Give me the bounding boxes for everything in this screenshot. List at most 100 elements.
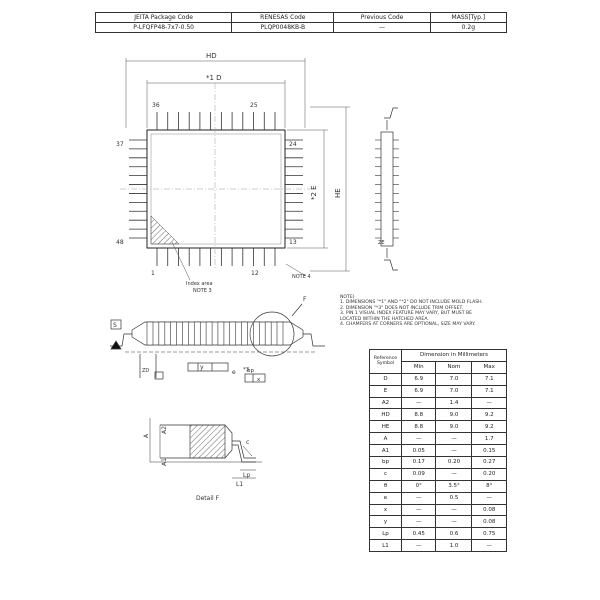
dimension-cell-min: — xyxy=(400,491,437,505)
dimension-cell-max: 0.08 xyxy=(471,515,507,529)
dimension-cell-sym: A xyxy=(369,432,402,446)
dimension-cell-sym: c xyxy=(369,467,402,481)
pin-25-label: 25 xyxy=(250,102,258,109)
side-view-leads xyxy=(375,139,399,239)
dimension-cell-max: — xyxy=(471,396,507,410)
dimension-cell-max: 0.20 xyxy=(471,467,507,481)
dimension-cell-max: 0.75 xyxy=(471,527,507,541)
label-e: *2 E xyxy=(310,185,318,200)
label-star3: *3 xyxy=(243,367,250,373)
package-code-value-row: P-LFQFP48-7x7-0.50 PLQP0048KB-B — 0.2g xyxy=(94,22,508,33)
label-d: *1 D xyxy=(206,74,222,82)
dimension-cell-max: 1.7 xyxy=(471,432,507,446)
label-a2: A2 xyxy=(161,426,168,434)
dimension-cell-sym: HD xyxy=(369,408,402,422)
dimension-min-header: Min xyxy=(400,360,437,374)
pin-24-label: 24 xyxy=(289,141,297,148)
dimension-cell-min: 8.8 xyxy=(400,408,437,422)
dimension-cell-nom: 3.5° xyxy=(435,479,473,493)
dimension-cell-sym: E xyxy=(369,384,402,398)
pin-36-label: 36 xyxy=(152,102,160,109)
note-line: 4. CHAMFERS AT CORNERS ARE OPTIONAL, SIZ… xyxy=(340,322,476,328)
dimension-mm-header: Dimension in Millimeters xyxy=(401,349,507,362)
dimension-symbol-header: Reference Symbol xyxy=(369,349,402,374)
dimension-row: A——1.7 xyxy=(369,432,507,446)
pin-1-label: 1 xyxy=(151,270,155,277)
dimension-cell-sym: θ xyxy=(369,479,402,493)
dimension-cell-nom: — xyxy=(435,503,473,517)
dimension-cell-sym: A1 xyxy=(369,444,402,458)
dimension-cell-nom: 1.4 xyxy=(435,396,473,410)
dimension-cell-max: 7.1 xyxy=(471,384,507,398)
dimension-cell-max: 8° xyxy=(471,479,507,493)
dimension-cell-nom: 0.5 xyxy=(435,491,473,505)
package-code-header-row: JEITA Package Code RENESAS Code Previous… xyxy=(94,12,508,23)
dimension-cell-nom: — xyxy=(435,515,473,529)
dimension-nom-header: Nom xyxy=(435,360,473,374)
dimension-cell-min: 0.05 xyxy=(400,444,437,458)
dimension-subheader-row: Min Nom Max xyxy=(370,360,507,374)
label-bp: bp xyxy=(247,368,254,374)
side-view-right xyxy=(380,107,398,271)
dimension-cell-sym: y xyxy=(369,515,402,529)
dimension-cell-min: 6.9 xyxy=(400,384,437,398)
index-area-hatch xyxy=(150,215,180,245)
detail-f-drawing xyxy=(149,418,262,479)
dimension-cell-max: 7.1 xyxy=(471,372,507,386)
note-line: NOTE) xyxy=(340,295,355,300)
dimension-cell-min: — xyxy=(400,432,437,446)
dimension-cell-nom: — xyxy=(435,444,473,458)
note-line: 1. DIMENSIONS "*1" AND "*2" DO NOT INCLU… xyxy=(340,300,483,306)
dimension-cell-nom: 9.0 xyxy=(435,408,473,422)
dimension-cell-sym: x xyxy=(369,503,402,517)
dimension-cell-sym: bp xyxy=(369,456,402,469)
dimension-cell-min: — xyxy=(400,396,437,410)
label-a1: A1 xyxy=(161,458,168,466)
dimension-cell-sym: e xyxy=(369,491,402,505)
label-y: y xyxy=(200,364,204,371)
label-l1: L1 xyxy=(236,481,243,488)
pin-37-label: 37 xyxy=(116,141,124,148)
label-lp: Lp xyxy=(243,472,250,479)
dimension-cell-max: 0.27 xyxy=(471,456,507,469)
dimension-row: e—0.5— xyxy=(369,491,507,505)
dimension-cell-min: 0.45 xyxy=(400,527,437,541)
dimension-cell-min: 0° xyxy=(400,479,437,493)
dimension-cell-nom: — xyxy=(435,467,473,481)
dimension-cell-nom: 0.6 xyxy=(435,527,473,541)
dimension-cell-max: 0.15 xyxy=(471,444,507,458)
pin-48-label: 48 xyxy=(116,239,124,246)
dimension-cell-sym: HE xyxy=(369,420,402,434)
label-e-pitch: e xyxy=(232,369,236,376)
value-mass: 0.2g xyxy=(429,22,508,33)
label-a: A xyxy=(143,433,150,438)
dimension-cell-min: — xyxy=(400,503,437,517)
dimension-row: y——0.08 xyxy=(369,515,507,529)
top-view-dimension-lines xyxy=(120,58,350,277)
note-line: 2. DIMENSION "*3" DOES NOT INCLUDE TRIM … xyxy=(340,305,464,311)
dimension-cell-max: 9.2 xyxy=(471,408,507,422)
note-line: LOCATED WITHIN THE HATCHED AREA. xyxy=(340,316,429,322)
dimension-cell-nom: 7.0 xyxy=(435,384,473,398)
dimension-cell-min: 0.09 xyxy=(400,467,437,481)
label-he: HE xyxy=(334,188,342,198)
label-c: c xyxy=(246,439,249,446)
dimension-cell-nom: 7.0 xyxy=(435,372,473,386)
detail-f-title: Detail F xyxy=(196,495,220,502)
dimension-row: A2—1.4— xyxy=(369,396,507,410)
package-code-table: JEITA Package Code RENESAS Code Previous… xyxy=(94,12,508,33)
note-3-label: NOTE 3 xyxy=(193,288,212,294)
label-ze: ZE xyxy=(378,240,385,246)
label-f: F xyxy=(303,296,307,303)
index-area-label: Index area xyxy=(186,281,213,287)
dimension-cell-min: 0.17 xyxy=(400,456,437,469)
dimension-cell-sym: L1 xyxy=(369,539,402,553)
